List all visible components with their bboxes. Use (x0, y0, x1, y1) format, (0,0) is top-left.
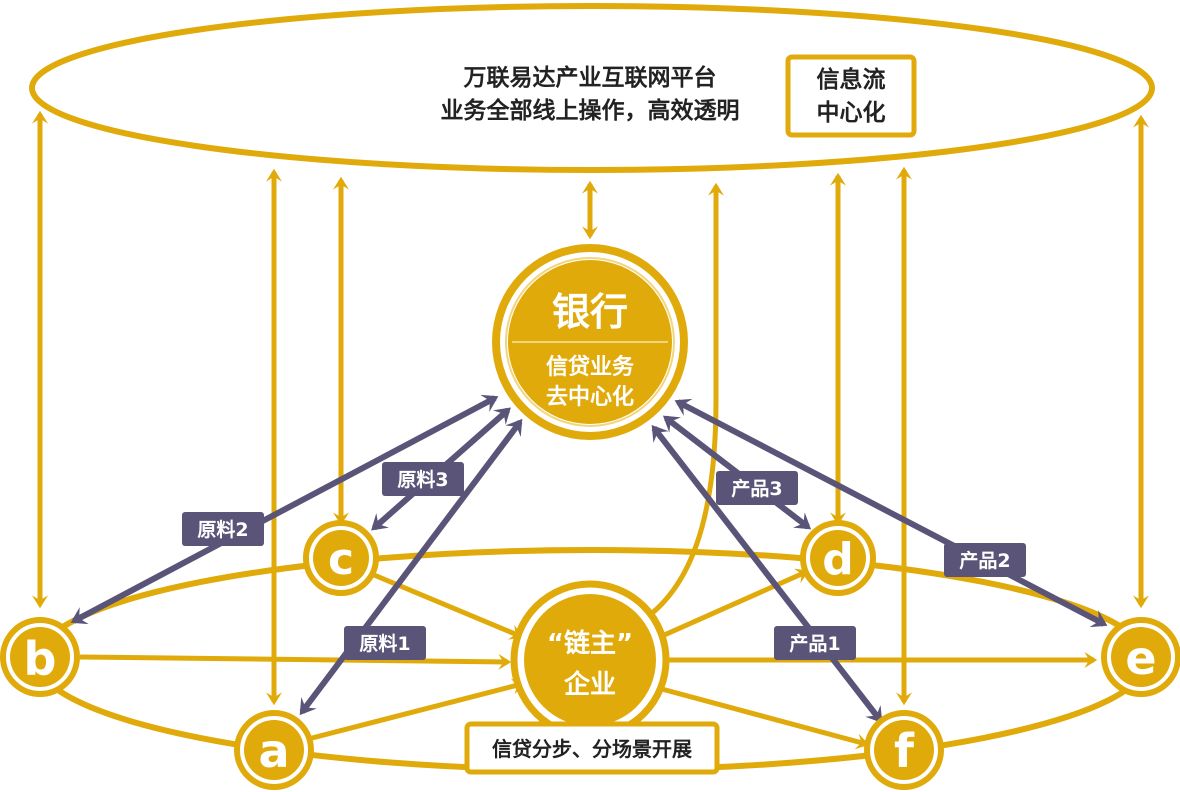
node-e-letter: e (1125, 631, 1156, 685)
node-c: c (303, 520, 379, 596)
node-d-letter: d (822, 534, 854, 585)
label-raw3: 原料3 (382, 462, 464, 496)
node-a: a (234, 710, 314, 790)
credit-b (70, 394, 499, 625)
label-raw3-text: 原料3 (397, 468, 448, 491)
node-c-letter: c (328, 534, 354, 585)
node-b: b (0, 617, 80, 697)
core-line2: 企业 (564, 669, 616, 700)
core-enterprise-node: “链主” 企业 (510, 580, 670, 740)
node-b-letter: b (24, 632, 57, 686)
label-prod1: 产品1 (774, 626, 856, 660)
bottom-box (464, 721, 720, 775)
node-f-letter: f (894, 724, 915, 778)
core-line1: “链主” (547, 628, 633, 659)
bank-node: 银行 信贷业务 去中心化 (492, 244, 688, 440)
info-box-line2: 中心化 (817, 99, 886, 126)
bottom-box-label: 信贷分步、分场景开展 (492, 737, 692, 761)
bank-line1: 信贷业务 (546, 354, 635, 380)
label-prod2-text: 产品2 (959, 549, 1010, 572)
credit-f (651, 424, 883, 724)
label-prod3: 产品3 (716, 471, 798, 505)
node-d: d (800, 520, 876, 596)
node-a-letter: a (258, 724, 289, 778)
label-raw1-text: 原料1 (359, 632, 410, 655)
flow-b-core (79, 653, 512, 670)
label-prod2: 产品2 (944, 543, 1026, 577)
label-prod1-text: 产品1 (789, 632, 840, 655)
info-box-line1: 信息流 (817, 66, 886, 93)
platform-subtitle: 业务全部线上操作，高效透明 (441, 97, 740, 124)
label-raw2-text: 原料2 (197, 518, 248, 541)
info-box (785, 54, 917, 138)
label-raw1: 原料1 (344, 626, 426, 660)
node-f: f (864, 710, 944, 790)
platform-title: 万联易达产业互联网平台 (464, 64, 717, 91)
credit-e (674, 398, 1108, 628)
platform-ellipse (29, 3, 1155, 173)
bank-line2: 去中心化 (546, 384, 634, 410)
node-e: e (1101, 617, 1180, 697)
bank-title: 银行 (552, 290, 628, 334)
label-raw2: 原料2 (182, 512, 264, 546)
label-prod3-text: 产品3 (731, 477, 782, 500)
credit-a (299, 418, 523, 716)
